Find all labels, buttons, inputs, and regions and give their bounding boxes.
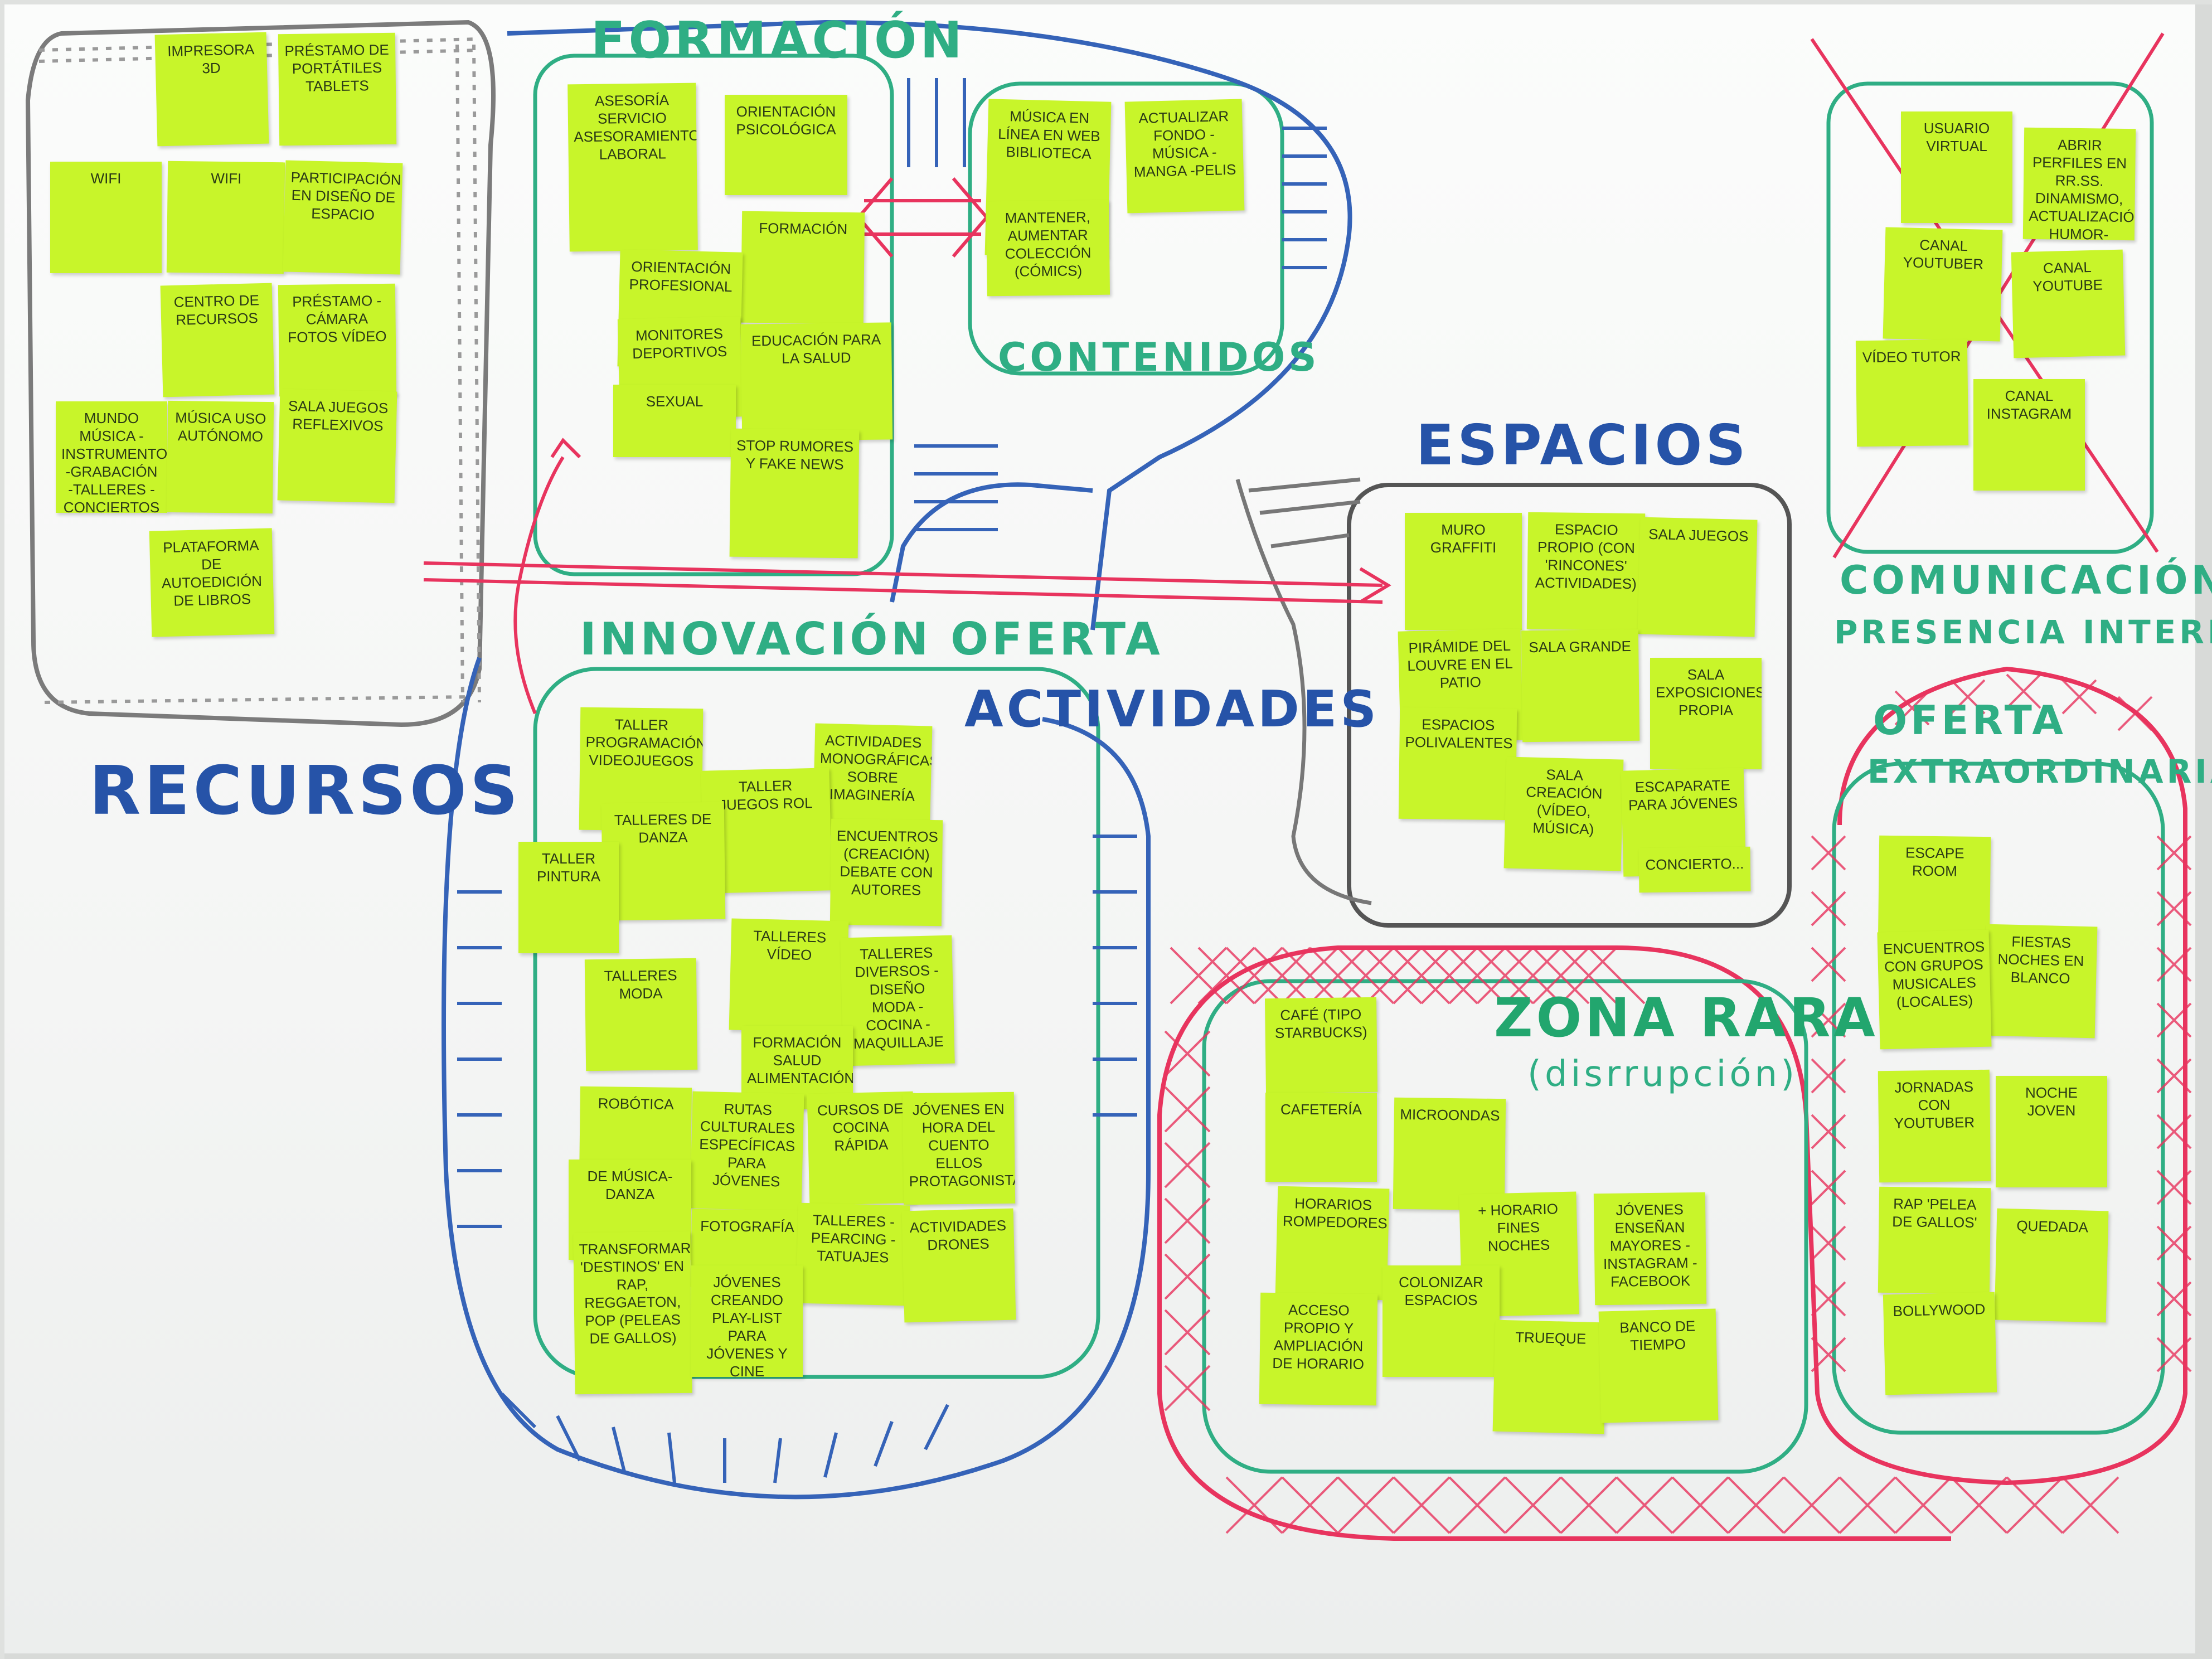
sticky-note: Centro de recursos [160,283,275,397]
sticky-note: Mantener, aumentar colección (cómics) [986,200,1110,297]
contenidos-outline [968,81,1284,376]
espacios-hatch [1235,477,1372,905]
innovacion-outline [533,667,1100,1379]
espacios-outline [1347,483,1792,928]
formacion-blue-band [507,20,1352,630]
sticky-note: Préstamo de portátiles tablets [278,32,397,146]
sticky-note: Banco de tiempo [1598,1308,1719,1423]
sticky-note: Cursos de cocina rápida [807,1091,916,1206]
sticky-note: Formación [740,211,865,324]
sticky-note: Talleres de danza [601,802,726,921]
comunicacion-outline [1826,81,2154,554]
contenidos-title: CONTENIDOS [998,334,1320,380]
sticky-note: Música uso autónomo [166,400,274,514]
zona-rara-outline [1202,979,1808,1474]
pink-arrow-vertical [513,438,581,715]
recursos-outline [25,20,496,727]
sticky-note: Quedada [1994,1208,2109,1323]
sticky-note: Mundo Música -Instrumentos -Grabación -T… [56,401,167,513]
sticky-note: Taller pintura [518,842,619,953]
formacion-title: FORMACIÓN [591,11,966,70]
oferta-pink-band [1157,666,2187,1541]
sticky-note: Sala juegos reflexivos [277,389,397,503]
sticky-note: Actividades drones [901,1208,1016,1323]
innovacion-title: INNOVACIÓN OFERTA [580,613,1163,665]
sticky-note: Muro graffiti [1405,513,1522,630]
sticky-note: Jóvenes creando play-list para jóvenes y… [691,1265,803,1377]
actividades-blue-hatch [457,835,1137,1483]
sticky-note: Fiestas noches en blanco [1983,924,2098,1039]
sticky-note: Encuentros (creación) debate con autores [830,818,943,926]
sticky-note: Participación en diseño de espacio [283,160,403,275]
sticky-note: Sexual [613,385,736,457]
sticky-note: Plataforma de autoedición de libros [149,528,275,637]
sticky-note: Asesoría servicio asesoramiento laboral [567,83,698,252]
sticky-note: Talleres moda [584,958,698,1071]
sticky-note: WIFI [50,162,162,273]
sticky-note: Usuario virtual [1901,111,2012,223]
oferta-title: OFERTA [1873,697,2067,744]
sticky-note: Rutas culturales específicas para jóvene… [690,1091,804,1211]
sticky-note: WIFI [166,161,285,274]
sticky-note: Jóvenes enseñan mayores -Instagram -Face… [1593,1192,1707,1306]
sticky-note: Canal YouTube [2011,249,2126,358]
sticky-note: Impresora 3D [154,32,269,147]
sticky-note: Noche joven [1996,1076,2107,1187]
pink-arrow-double [856,177,989,258]
sticky-note: Actualizar fondo -Música -Manga -Pelis [1124,99,1245,214]
sticky-note: Bollywood [1883,1292,1997,1395]
sticky-note: Sala juegos [1637,517,1758,637]
sticky-note: Rap 'Pelea de gallos' [1878,1186,1991,1294]
sticky-note: Acceso propio y ampliación de horario [1259,1292,1378,1406]
actividades-blue-band [442,657,1151,1500]
sticky-note: Jornadas con YouTuber [1878,1069,1991,1183]
sticky-note: Talleres -Pearcing -Tatuajes [795,1202,910,1306]
sticky-note: Stop rumores y fake news [729,428,860,559]
sticky-note: Canal YouTuber [1883,227,2003,342]
sticky-note: Cafetería [1265,1093,1377,1182]
recursos-title: RECURSOS [89,753,522,830]
sticky-note: Concierto... [1638,846,1751,893]
pink-arrow-horizontal [423,561,1391,604]
sticky-note: Préstamo -Cámara Fotos Vídeo [278,283,397,397]
sticky-note: Espacio propio (con 'rincones' actividad… [1526,512,1646,631]
formacion-outline [533,54,894,576]
espacios-title: ESPACIOS [1416,413,1749,478]
sticky-note: Encuentros con grupos musicales (locales… [1877,929,1992,1050]
sticky-note: Colonizar espacios [1382,1265,1500,1377]
sticky-note: Sala exposiciones propia [1650,658,1762,769]
sticky-note: Sala creación (vídeo, música) [1503,756,1624,871]
presencia-title: PRESENCIA INTERNET [1834,613,2212,651]
pink-crosshatch [1164,673,2192,1534]
zona-rara-title: ZONA RARA [1494,987,1879,1049]
sticky-note: Jóvenes en hora del cuento ellos protago… [902,1092,1016,1205]
extraordinaria-title: EXTRAORDINARIA [1867,753,2212,790]
formacion-blue-hatch [907,78,1327,531]
sticky-note: Espacios polivalentes [1398,707,1517,821]
sticky-note: Orientación psicológica [725,95,847,195]
sticky-note: Abrir perfiles en RR.SS. Dinamismo, actu… [2022,127,2136,241]
sticky-note: Transformar 'Destinos' en rap, reggaeton… [573,1231,692,1395]
comunicacion-title: COMUNICACIÓN [1840,557,2212,603]
sticky-note: Sala grande [1521,629,1640,743]
sticky-note: Talleres diversos -Diseño moda -Cocina -… [840,935,955,1066]
sticky-note: Vídeo tutor [1855,339,1969,447]
sticky-note: Talleres vídeo [729,918,849,1033]
actividades-title: ACTIVIDADES [964,680,1380,739]
disrupcion-subtitle: (disrrupción) [1527,1054,1798,1095]
sticky-note: Horarios rompedores [1275,1186,1390,1301]
sticky-note: Canal Instagram [1973,379,2085,491]
sticky-note: Café (tipo Starbucks) [1264,997,1378,1094]
sticky-note: Educación para la salud [740,322,893,442]
oferta-outline [1832,761,2165,1435]
sticky-note: Trueque [1492,1320,1607,1434]
